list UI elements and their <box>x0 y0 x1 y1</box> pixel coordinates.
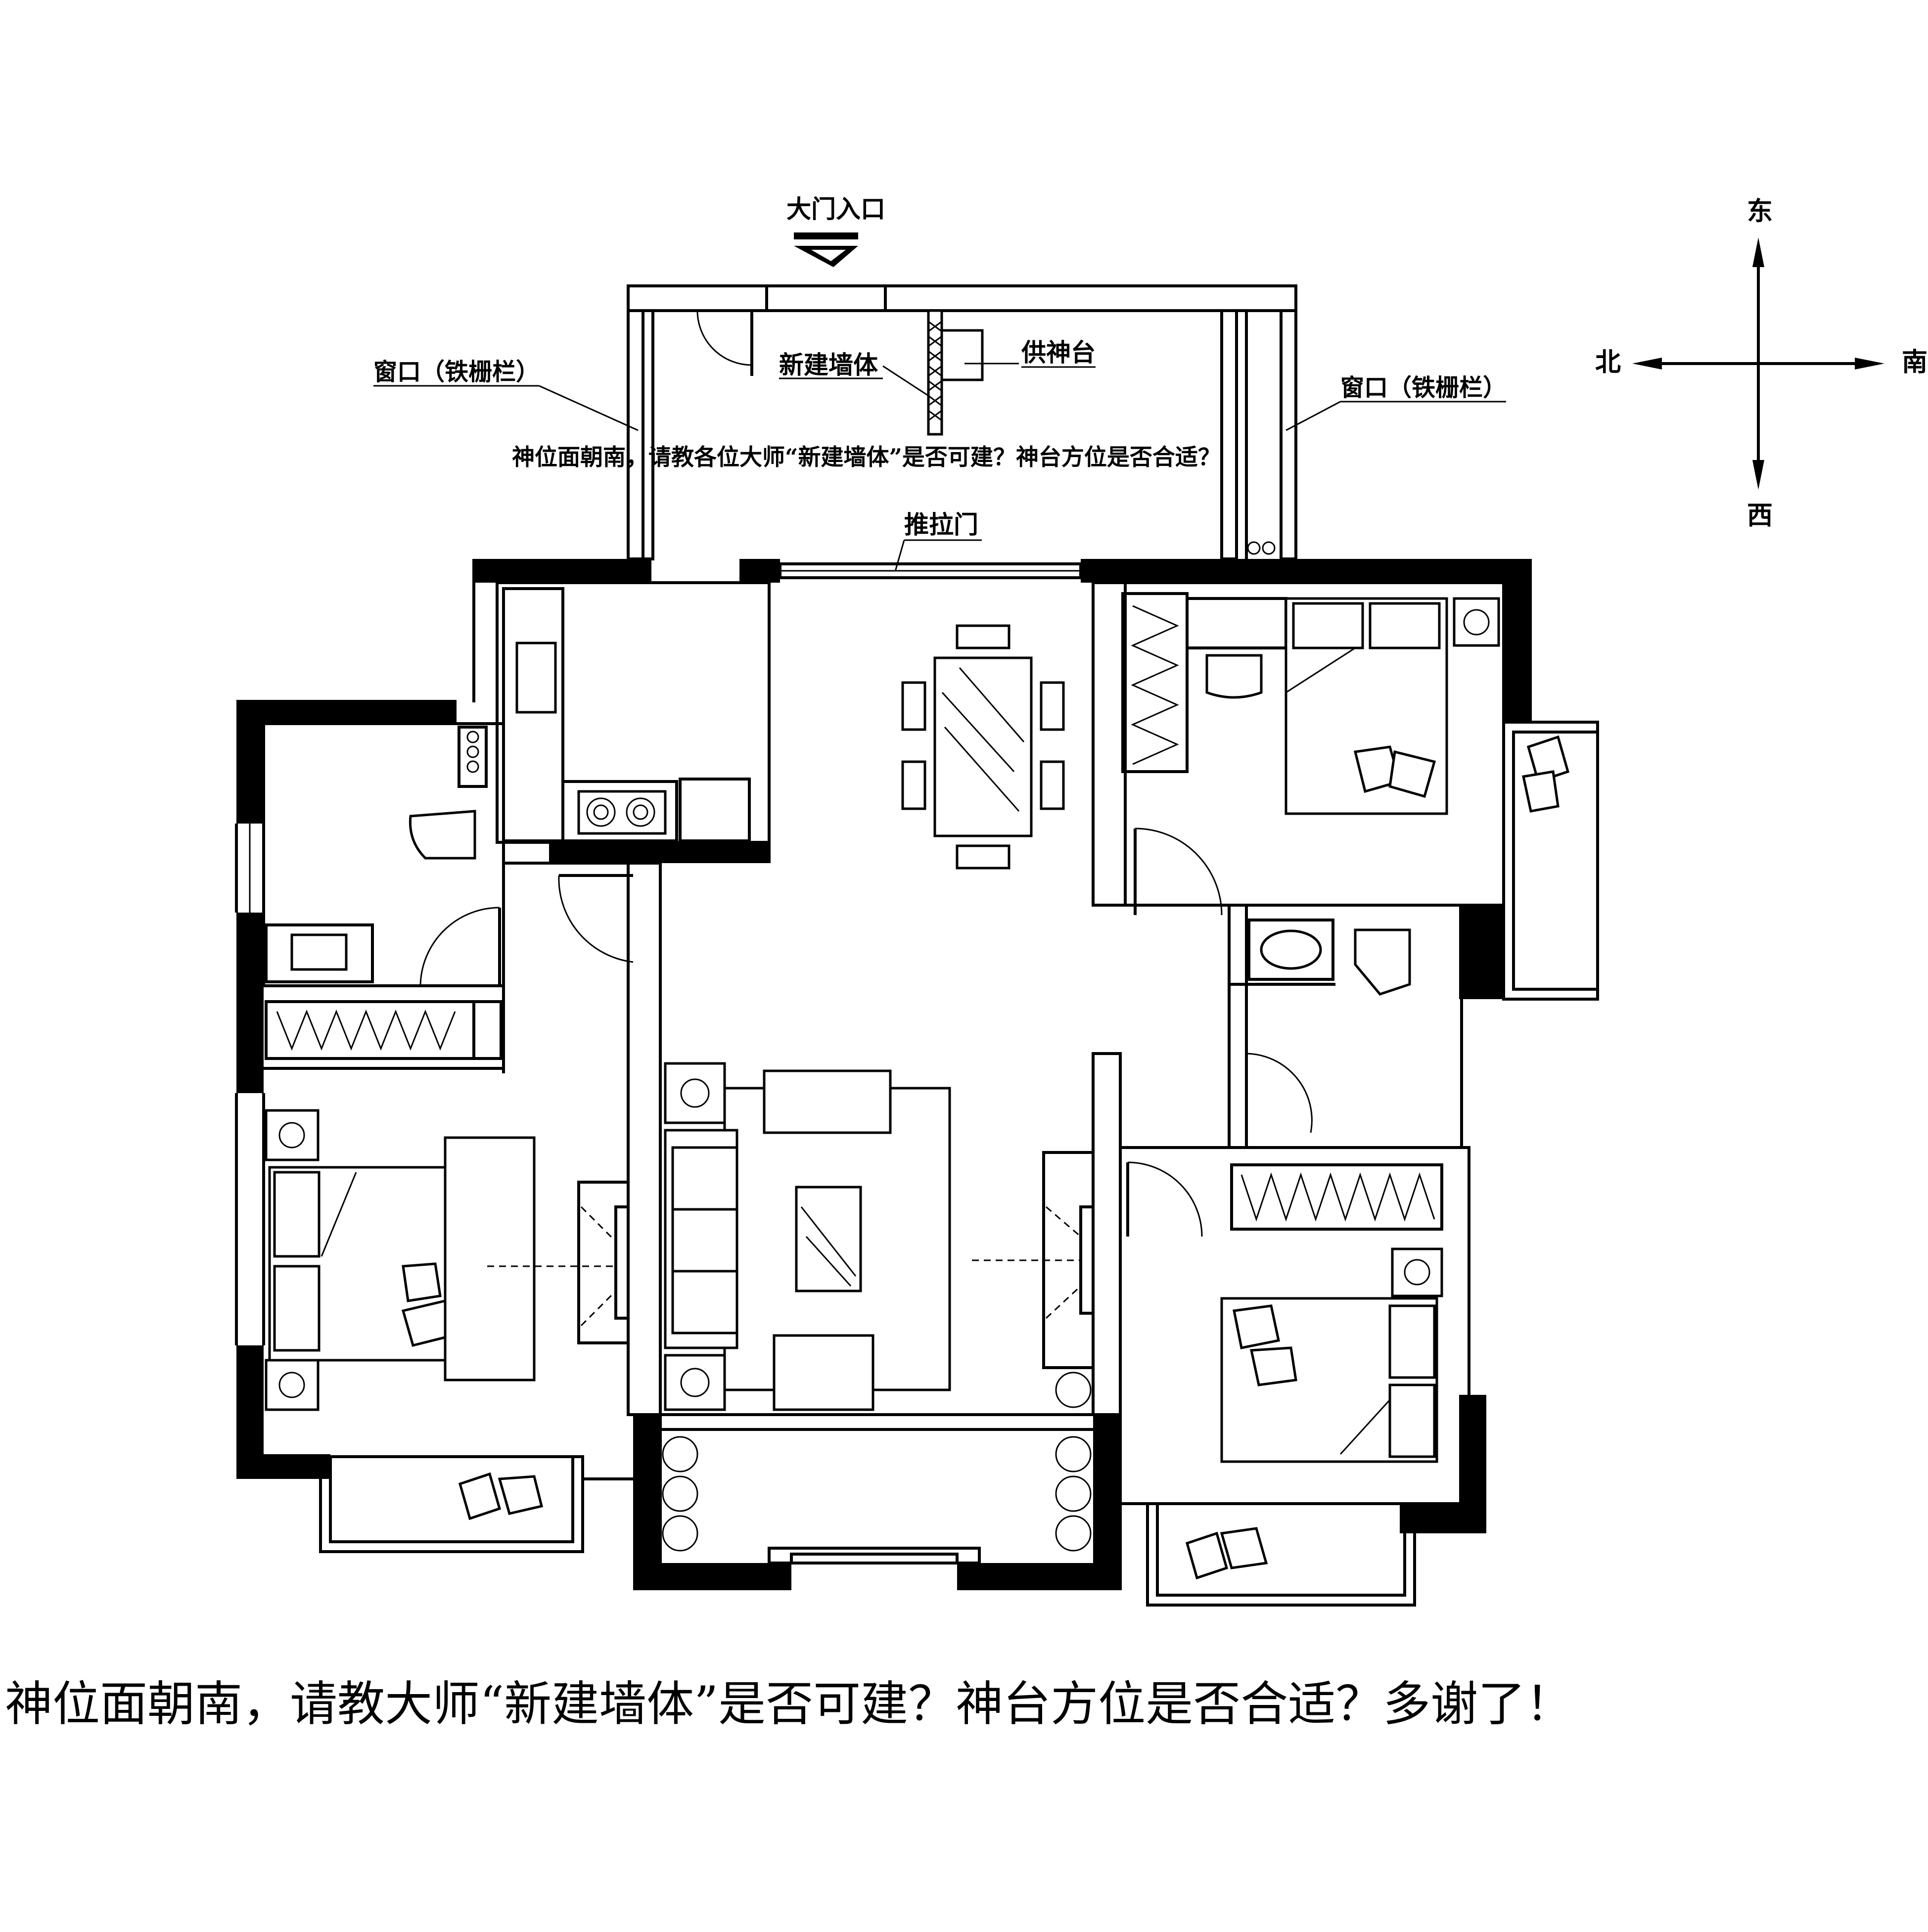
armchair-icon <box>773 1334 874 1411</box>
window-left-label: 窗口（铁栅栏） <box>373 358 540 386</box>
lamp-icon <box>1391 1247 1443 1297</box>
altar-icon <box>940 329 984 381</box>
compass-west: 西 <box>1747 501 1773 531</box>
coffee-table-icon <box>795 1186 862 1292</box>
toilet-icon <box>1354 928 1411 996</box>
new-wall-icon <box>927 309 943 436</box>
right-bathroom-fixtures <box>1247 919 1411 996</box>
washbasin-icon <box>290 933 348 971</box>
wardrobes <box>265 592 1443 1231</box>
compass <box>1632 237 1884 490</box>
exterior-walls <box>235 559 1599 1607</box>
caption: 神位面朝南，请教大师“新建墙体”是否可建？神台方位是否合适？多谢了！ <box>5 1676 1573 1732</box>
compass-north: 北 <box>1595 347 1621 377</box>
left-bathroom-fixtures <box>265 726 488 983</box>
stove-icon <box>577 790 667 835</box>
compass-east: 东 <box>1747 196 1773 227</box>
window-right-label: 窗口（铁栅栏） <box>1340 374 1507 402</box>
entrance-label: 大门入口 <box>786 194 885 224</box>
fridge-icon <box>679 778 751 842</box>
rug-icon <box>444 1136 536 1381</box>
toilet-icon <box>409 810 476 860</box>
left-bedroom-furniture <box>265 1109 630 1520</box>
lamp-icon <box>265 1359 320 1411</box>
entrance-arrow-icon <box>794 232 858 267</box>
interior-walls <box>262 581 1505 1505</box>
dining-table-icon <box>901 624 1065 870</box>
living-room-furniture <box>664 1062 1095 1411</box>
chair-icon <box>1205 654 1263 699</box>
kitchen-sink-icon <box>515 642 557 714</box>
lamp-icon <box>1453 597 1500 647</box>
kitchen-fixtures <box>502 587 751 842</box>
lamp-icon <box>265 1109 320 1161</box>
compass-south: 南 <box>1902 347 1928 377</box>
washbasin-icon <box>1260 929 1322 970</box>
sliding-door-label: 推拉门 <box>904 510 978 539</box>
armchair-icon <box>763 1069 892 1134</box>
plant-icons <box>662 1372 1092 1552</box>
master-bedroom-furniture <box>1186 597 1570 815</box>
right-bedroom-furniture <box>1185 1247 1443 1580</box>
new-wall-label: 新建墙体 <box>779 350 878 379</box>
altar-label: 供神台 <box>1021 338 1096 367</box>
doors <box>419 828 1313 1237</box>
question-inline: 神位面朝南，请教各位大师“新建墙体”是否可建？神台方位是否合适？ <box>512 444 1221 470</box>
